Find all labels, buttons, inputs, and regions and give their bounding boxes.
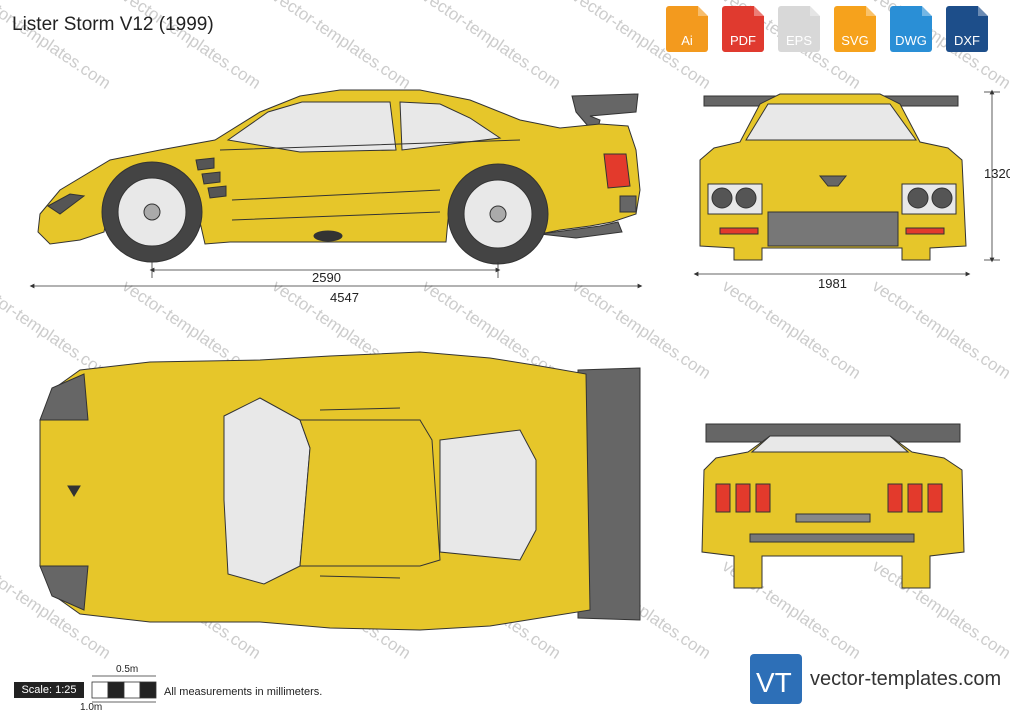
length-label: 4547 [330, 290, 359, 305]
page-fold [922, 6, 932, 16]
side-rear-wing [571, 93, 639, 129]
side-taillight [603, 153, 631, 189]
pdf-file-icon[interactable]: PDF [722, 6, 764, 52]
side-window [226, 101, 397, 153]
page-title: Lister Storm V12 (1999) [12, 14, 214, 35]
dwg-file-icon[interactable]: DWG [890, 6, 932, 52]
format-label: DXF [954, 33, 980, 48]
half-meter-label: 0.5m [116, 664, 139, 675]
svg-file-icon[interactable]: SVG [834, 6, 876, 52]
top-windshield [223, 397, 311, 585]
side-rear-wheel [447, 163, 549, 265]
format-label: DWG [895, 33, 927, 48]
side-front-wheel [101, 161, 203, 263]
format-label: EPS [785, 33, 812, 48]
svg-text:VT: VT [756, 667, 792, 698]
top-front-right-fender [39, 565, 89, 611]
page-fold [866, 6, 876, 16]
width-label: 1981 [818, 276, 847, 291]
format-label: Ai [681, 33, 693, 48]
site-logo-link[interactable]: vector-templates.com [810, 668, 1002, 690]
top-roof [299, 419, 441, 567]
side-dimension-lines [29, 262, 643, 289]
format-label: SVG [841, 33, 869, 48]
scale-label: Scale: 1:25 [14, 682, 84, 698]
page-fold [810, 6, 820, 16]
page-fold [754, 6, 764, 16]
rear-taillights [715, 483, 943, 513]
ai-file-icon[interactable]: Ai [666, 6, 708, 52]
measurement-note: All measurements in millimeters. [164, 686, 323, 698]
side-window-rear [399, 101, 502, 151]
top-rear-window [439, 429, 537, 561]
one-meter-label: 1.0m [80, 702, 103, 713]
top-view [39, 351, 641, 631]
height-label: 1320 [984, 166, 1010, 181]
front-windshield [745, 103, 917, 141]
rear-window [750, 435, 910, 453]
logo-mark: VT [750, 654, 802, 704]
page-fold [698, 6, 708, 16]
dxf-file-icon[interactable]: DXF [946, 6, 988, 52]
side-view [37, 89, 641, 265]
rear-view [701, 423, 965, 589]
wheelbase-label: 2590 [312, 270, 341, 285]
page-fold [978, 6, 988, 16]
side-vents [195, 157, 227, 199]
eps-file-icon[interactable]: EPS [778, 6, 820, 52]
format-label: PDF [730, 33, 756, 48]
side-headlight [47, 193, 86, 215]
top-front-left-fender [39, 373, 89, 421]
scale-bar [91, 675, 157, 703]
front-dimension-lines [693, 89, 1000, 277]
front-view [699, 93, 967, 261]
front-grille [767, 211, 899, 247]
